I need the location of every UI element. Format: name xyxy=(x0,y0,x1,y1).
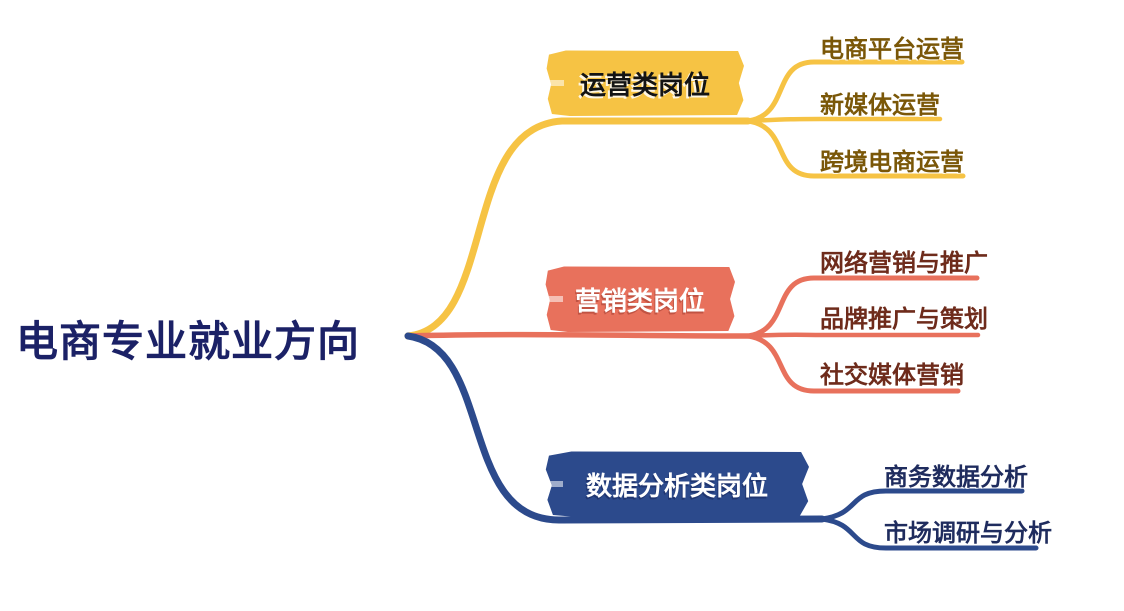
branch-operations-child-3-curve xyxy=(745,118,966,179)
branch-marketing-child-3-curve xyxy=(745,333,961,394)
branch-marketing-child-2-curve xyxy=(745,332,981,339)
subtopic-online-marketing-promotion[interactable]: 网络营销与推广 xyxy=(820,250,988,277)
branch-marketing-child-1-curve xyxy=(745,275,980,339)
topic-node-data-analysis[interactable]: 数据分析类岗位 xyxy=(545,451,809,517)
root-topic[interactable]: 电商专业就业方向 xyxy=(16,318,361,365)
topic-node-marketing-label: 营销类岗位 xyxy=(574,285,705,316)
branch-marketing-main-curve xyxy=(405,331,751,339)
subtopic-market-research-analysis[interactable]: 市场调研与分析 xyxy=(884,520,1052,547)
subtopic-cross-border-ecommerce-operations[interactable]: 跨境电商运营 xyxy=(820,149,964,176)
subtopic-new-media-operations[interactable]: 新媒体运营 xyxy=(820,92,940,119)
subtopic-brand-promotion-planning[interactable]: 品牌推广与策划 xyxy=(820,306,988,333)
subtopic-business-data-analysis[interactable]: 商务数据分析 xyxy=(884,464,1028,491)
topic-node-marketing[interactable]: 营销类岗位 xyxy=(545,266,735,332)
branch-data-analysis-main-curve xyxy=(404,332,826,524)
branch-data-analysis-child-2-curve xyxy=(819,516,1039,551)
branch-operations-main-curve xyxy=(404,117,752,340)
topic-node-operations-label: 运营类岗位 xyxy=(579,69,710,100)
branch-operations-child-2-curve xyxy=(745,116,943,124)
branch-data-analysis-child-1-curve xyxy=(819,488,1025,522)
subtopic-social-media-marketing[interactable]: 社交媒体营销 xyxy=(820,362,964,389)
topic-node-data-analysis-label: 数据分析类岗位 xyxy=(585,470,768,501)
subtopic-ecommerce-platform-operations[interactable]: 电商平台运营 xyxy=(820,36,964,63)
branch-operations-child-1-curve xyxy=(745,59,965,124)
topic-node-operations[interactable]: 运营类岗位 xyxy=(546,50,744,116)
